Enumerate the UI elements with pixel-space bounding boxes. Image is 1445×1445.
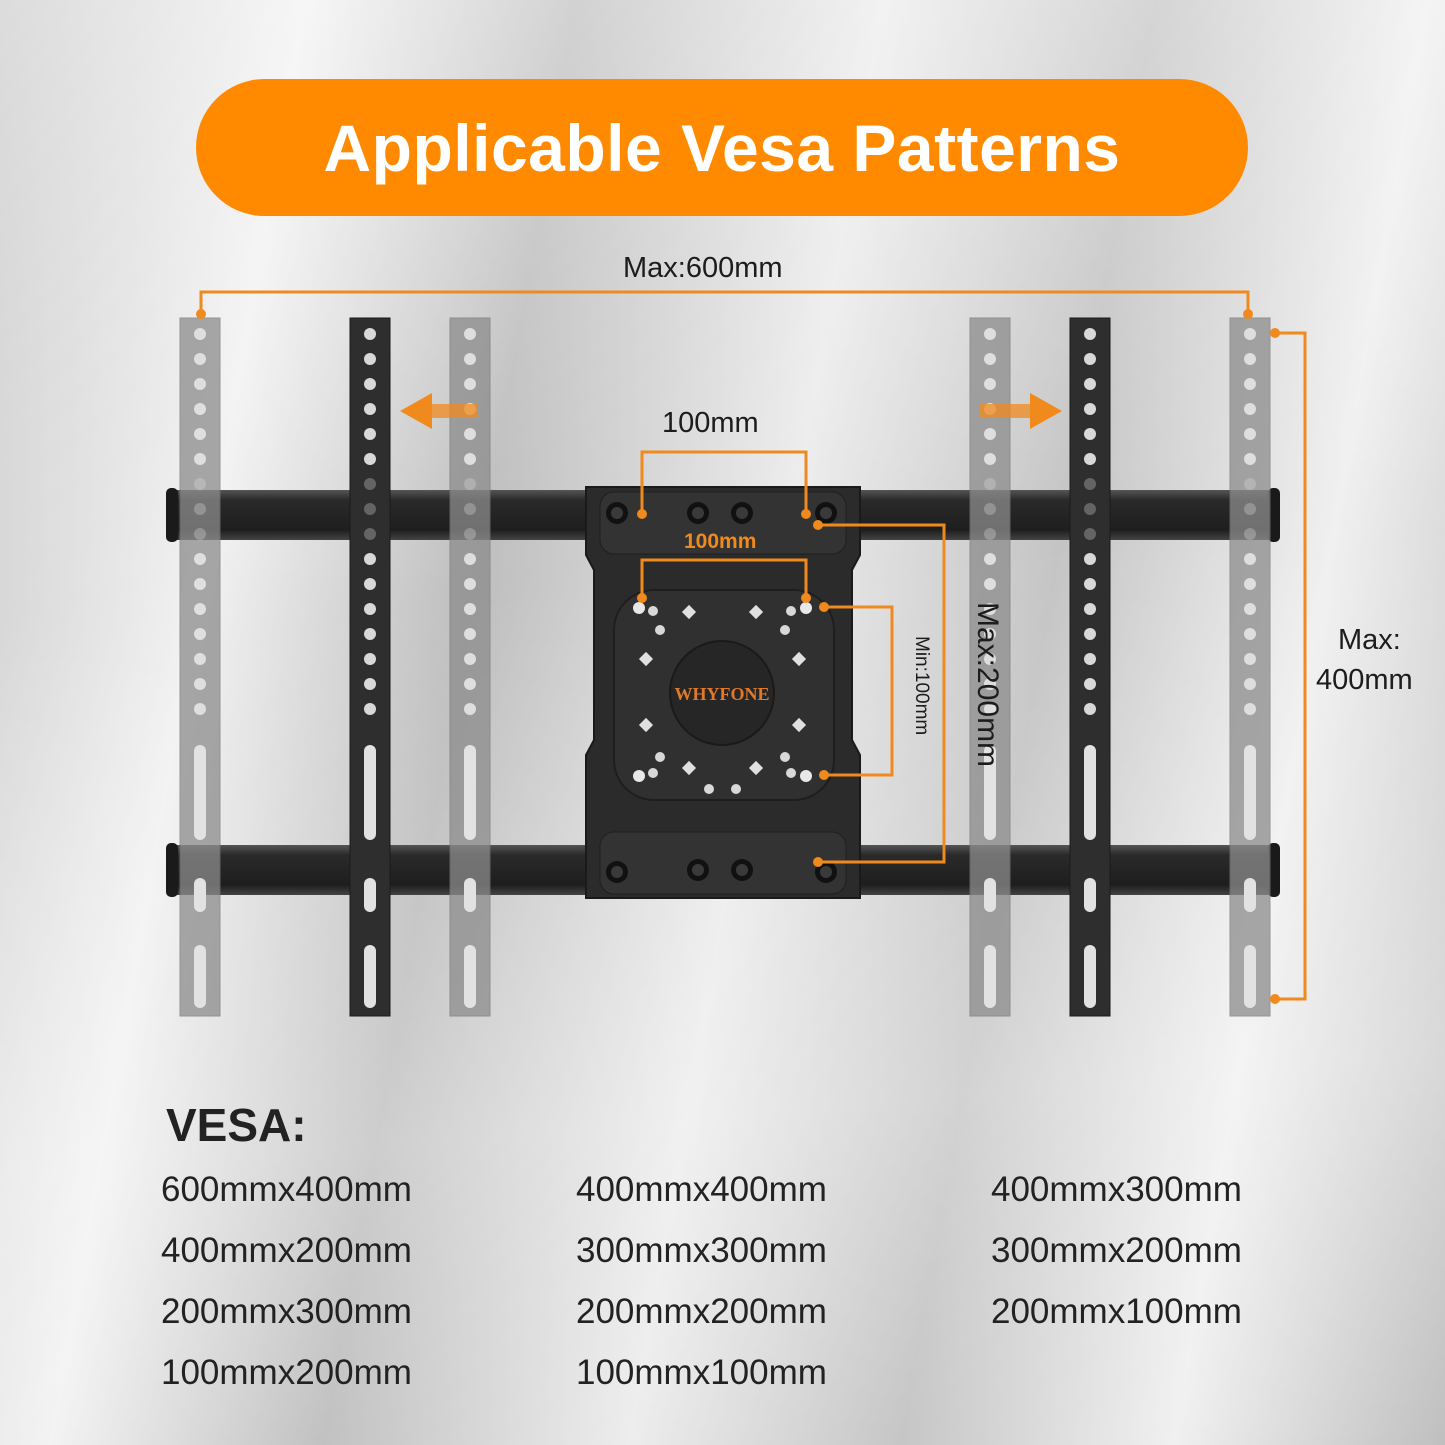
dim-top-pitch bbox=[640, 450, 808, 512]
dim-max-height bbox=[1275, 331, 1307, 1001]
vesa-pattern-item: 400mmx200mm bbox=[161, 1231, 412, 1270]
vesa-pattern-item: 400mmx300mm bbox=[991, 1170, 1242, 1209]
page-title: Applicable Vesa Patterns bbox=[323, 110, 1121, 185]
mount-diagram: WHYFONE Max:600mm bbox=[166, 252, 1413, 1017]
vesa-pattern-item: 100mmx100mm bbox=[576, 1353, 827, 1392]
bracket-left-ghost bbox=[449, 317, 491, 1017]
max-vertical-label: Max:200mm bbox=[971, 602, 1004, 768]
mount-hole bbox=[780, 625, 790, 635]
diamond-hole bbox=[638, 717, 654, 733]
diamond-hole bbox=[681, 604, 697, 620]
max-width-label: Max:600mm bbox=[623, 252, 783, 284]
bracket-left-outer bbox=[179, 317, 221, 1017]
mount-diagram-svg: WHYFONE bbox=[166, 290, 1307, 1017]
mount-hole bbox=[633, 770, 645, 782]
dim-min-vertical bbox=[825, 605, 894, 777]
diamond-hole bbox=[748, 604, 764, 620]
center-wall-plate: WHYFONE bbox=[585, 486, 861, 899]
vesa-pattern-item: 400mmx400mm bbox=[576, 1170, 827, 1209]
bracket-right-ghost bbox=[969, 317, 1011, 1017]
max-height-label-line1: Max: bbox=[1338, 624, 1401, 656]
max-height-label-line2: 400mm bbox=[1316, 664, 1413, 696]
vesa-heading: VESA: bbox=[166, 1099, 307, 1151]
inner-pitch-label: 100mm bbox=[684, 530, 757, 553]
vesa-pattern-item: 300mmx300mm bbox=[576, 1231, 827, 1270]
vesa-pattern-list: 600mmx400mm 400mmx400mm 400mmx300mm 400mmx2… bbox=[161, 1168, 1291, 1394]
mount-hole bbox=[780, 752, 790, 762]
dim-max-vertical bbox=[820, 523, 946, 864]
title-banner: Applicable Vesa Patterns bbox=[196, 79, 1248, 216]
mount-hole bbox=[786, 606, 796, 616]
dim-inner-pitch bbox=[640, 558, 808, 597]
diamond-hole bbox=[681, 760, 697, 776]
arrow-left-icon bbox=[400, 393, 478, 429]
brand-logo: WHYFONE bbox=[674, 684, 769, 704]
vesa-pattern-item: 300mmx200mm bbox=[991, 1231, 1242, 1270]
bracket-right-inner bbox=[1069, 317, 1111, 1017]
dimension-lines bbox=[199, 290, 1307, 1001]
arrow-right-icon bbox=[980, 393, 1062, 429]
vesa-pattern-item: 100mmx200mm bbox=[161, 1353, 412, 1392]
vesa-pattern-item: 200mmx200mm bbox=[576, 1292, 827, 1331]
mount-hole bbox=[800, 602, 812, 614]
vesa-pattern-item: 600mmx400mm bbox=[161, 1170, 412, 1209]
mount-hole bbox=[655, 625, 665, 635]
mount-hole bbox=[648, 606, 658, 616]
top-pitch-label: 100mm bbox=[662, 407, 759, 439]
mount-hole bbox=[786, 768, 796, 778]
diamond-hole bbox=[748, 760, 764, 776]
vesa-pattern-item: 200mmx300mm bbox=[161, 1292, 412, 1331]
mount-hole bbox=[655, 752, 665, 762]
dimension-dots bbox=[196, 309, 1280, 1004]
diamond-hole bbox=[638, 651, 654, 667]
mount-hole bbox=[731, 784, 741, 794]
mount-hole bbox=[800, 770, 812, 782]
mount-hole bbox=[704, 784, 714, 794]
vesa-pattern-item: 200mmx100mm bbox=[991, 1292, 1242, 1331]
mount-hole bbox=[648, 768, 658, 778]
bracket-right-outer bbox=[1229, 317, 1271, 1017]
dim-max-width bbox=[199, 290, 1250, 314]
mount-hole bbox=[633, 602, 645, 614]
diamond-hole bbox=[791, 651, 807, 667]
min-vertical-label: Min:100mm bbox=[911, 636, 932, 736]
diamond-hole bbox=[791, 717, 807, 733]
bracket-left-inner bbox=[349, 317, 391, 1017]
